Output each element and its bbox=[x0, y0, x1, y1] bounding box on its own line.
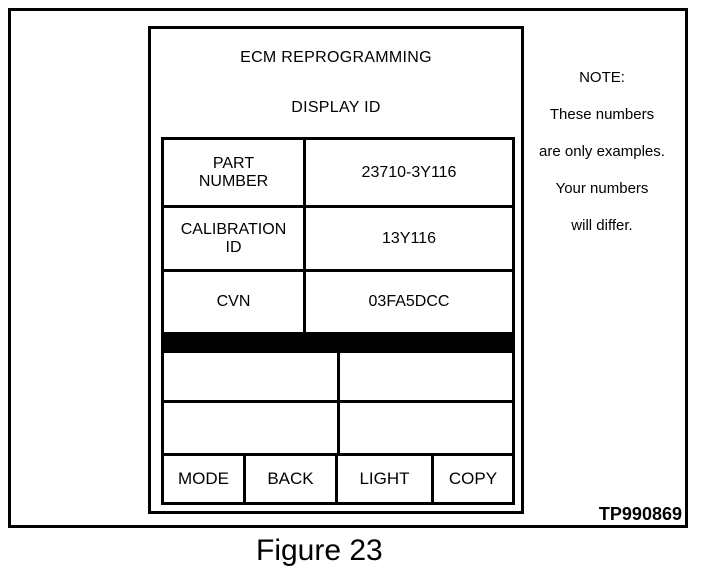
blank-cell bbox=[164, 403, 340, 453]
note-line: These numbers bbox=[549, 106, 655, 123]
blank-grid bbox=[161, 353, 515, 453]
blank-cell bbox=[340, 403, 512, 453]
note-line: are only examples. bbox=[539, 143, 665, 160]
table-row-cvn: CVN 03FA5DCC bbox=[164, 272, 512, 332]
part-number-value: 23710-3Y116 bbox=[361, 163, 457, 181]
figure-code: TP990869 bbox=[598, 504, 682, 524]
light-button[interactable]: LIGHT bbox=[338, 456, 434, 502]
cvn-label: CVN bbox=[164, 272, 306, 332]
table-row-part-number: PART NUMBER 23710-3Y116 bbox=[164, 140, 512, 208]
calibration-id-label: CALIBRATION ID bbox=[164, 208, 306, 269]
cvn-value: 03FA5DCC bbox=[368, 293, 450, 310]
note-heading: NOTE: bbox=[579, 69, 625, 86]
mode-button[interactable]: MODE bbox=[164, 456, 246, 502]
divider-bar bbox=[161, 335, 515, 353]
blank-cell bbox=[164, 353, 340, 403]
note-line: Your numbers bbox=[555, 180, 649, 197]
note-line: will differ. bbox=[571, 217, 633, 234]
id-table: PART NUMBER 23710-3Y116 CALIBRATION ID 1… bbox=[161, 137, 515, 335]
part-number-label: PART NUMBER bbox=[164, 140, 306, 205]
note-box: NOTE: These numbers are only examples. Y… bbox=[524, 66, 680, 251]
figure-caption: Figure 23 bbox=[256, 534, 383, 567]
figure-frame bbox=[8, 8, 688, 528]
softkey-bar: MODE BACK LIGHT COPY bbox=[161, 453, 515, 505]
screen-title: ECM REPROGRAMMING bbox=[240, 49, 432, 66]
screen-subtitle: DISPLAY ID bbox=[291, 99, 381, 116]
copy-button[interactable]: COPY bbox=[434, 456, 512, 502]
blank-cell bbox=[340, 353, 512, 403]
calibration-id-value: 13Y116 bbox=[382, 229, 436, 247]
table-row-calibration-id: CALIBRATION ID 13Y116 bbox=[164, 208, 512, 272]
back-button[interactable]: BACK bbox=[246, 456, 338, 502]
scan-tool-screen: ECM REPROGRAMMING DISPLAY ID PART NUMBER… bbox=[148, 26, 524, 514]
